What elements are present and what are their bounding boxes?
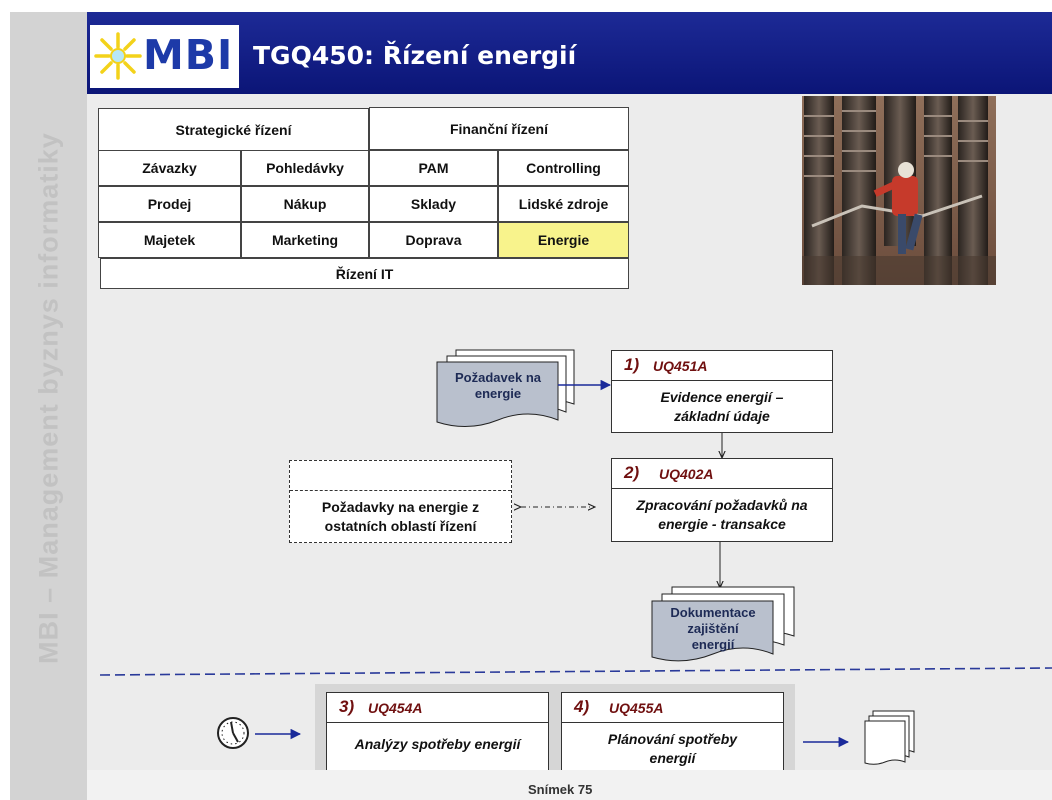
table-cell-controlling: Controlling [498, 150, 629, 186]
process-box-uq454a: 3) UQ454A Analýzy spotřeby energií [326, 692, 549, 776]
table-cell-majetek: Majetek [98, 222, 241, 258]
header-bar [87, 12, 1052, 94]
process-box-uq455a: 4) UQ455A Plánování spotřeby energií [561, 692, 784, 776]
footer-strip [87, 770, 1052, 800]
slide-caption: Snímek 75 [528, 782, 593, 797]
table-cell-prodej: Prodej [98, 186, 241, 222]
energy-worker-photo [802, 96, 996, 285]
sidebar [10, 12, 87, 800]
table-cell-pohledavky: Pohledávky [241, 150, 369, 186]
table-cell-sklady: Sklady [369, 186, 498, 222]
table-cell-rizeni-it: Řízení IT [100, 258, 629, 289]
table-cell-strategic: Strategické řízení [98, 108, 369, 152]
doc-label-documentation: Dokumentace zajištění energií [670, 605, 756, 652]
table-cell-nakup: Nákup [241, 186, 369, 222]
process-description: Analýzy spotřeby energií [354, 736, 521, 752]
table-cell-financial: Finanční řízení [369, 107, 629, 150]
mbi-logo: MBI [90, 25, 239, 88]
page-title: TGQ450: Řízení energií [253, 41, 577, 70]
process-code: UQ402A [659, 466, 714, 482]
step-number: 2) [624, 463, 640, 482]
step-number: 3) [339, 697, 355, 716]
table-cell-pam: PAM [369, 150, 498, 186]
external-requests-description: Požadavky na energie z ostatních oblastí… [321, 498, 480, 534]
table-cell-lidske-zdroje: Lidské zdroje [498, 186, 629, 222]
process-code: UQ454A [368, 700, 423, 716]
sun-icon [94, 32, 142, 80]
table-cell-energie: Energie [498, 222, 629, 258]
process-box-header: 1) UQ451A [612, 351, 832, 381]
process-box-uq451a: 1) UQ451A Evidence energií – základní úd… [611, 350, 833, 433]
process-box-uq402a: 2) UQ402A Zpracování požadavků na energi… [611, 458, 833, 542]
doc-label-request: Požadavek na energie [455, 370, 541, 401]
table-cell-marketing: Marketing [241, 222, 369, 258]
process-code: UQ455A [609, 700, 664, 716]
external-requests-box: Požadavky na energie z ostatních oblastí… [289, 460, 512, 543]
step-number: 4) [574, 697, 590, 716]
table-cell-zavazky: Závazky [98, 150, 241, 186]
table-cell-doprava: Doprava [369, 222, 498, 258]
sidebar-vertical-text: MBI – Management byznys informatiky [33, 132, 64, 664]
process-box-header: 2) UQ402A [612, 459, 832, 489]
process-description: Plánování spotřeby energií [607, 731, 738, 766]
process-code: UQ451A [653, 358, 708, 374]
process-box-header: 3) UQ454A [327, 693, 548, 723]
process-description: Zpracování požadavků na energie - transa… [636, 497, 808, 532]
process-box-header: 4) UQ455A [562, 693, 783, 723]
step-number: 1) [624, 355, 640, 374]
logo-text: MBI [143, 31, 234, 79]
process-description: Evidence energií – základní údaje [660, 388, 784, 424]
